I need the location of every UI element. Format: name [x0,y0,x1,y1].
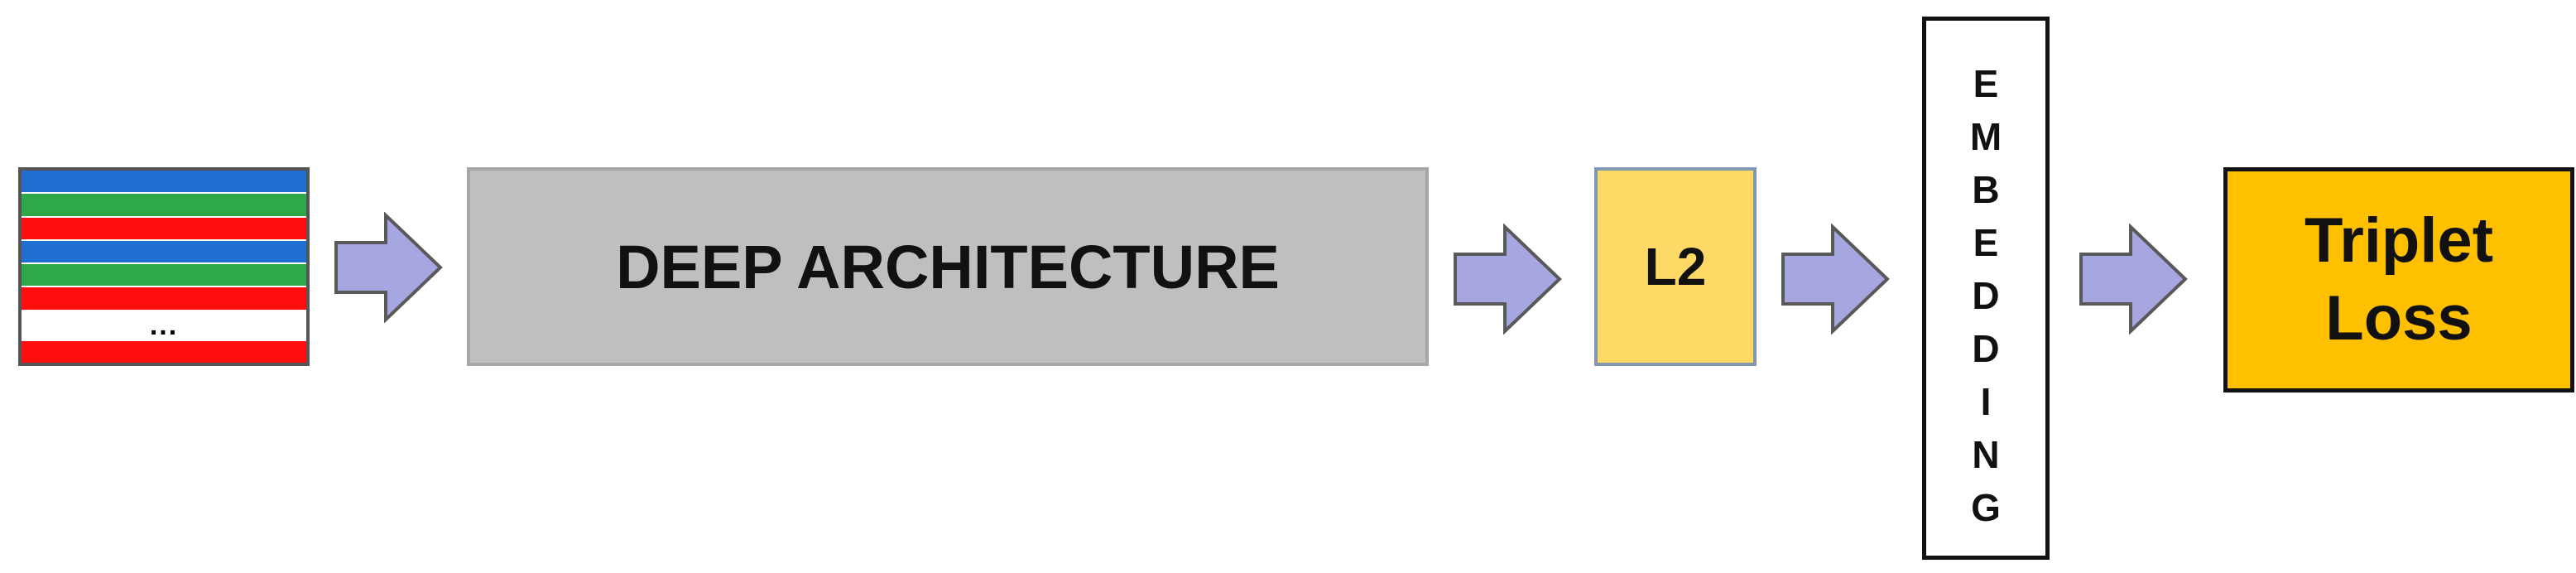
triplet-loss-line-2: Loss [2325,283,2473,354]
embedding-letter: I [1980,380,1992,423]
embedding-letter: D [1972,327,2000,370]
embedding-letter: B [1972,168,2000,211]
deep-architecture-block: DEEP ARCHITECTURE [467,167,1429,366]
arrow-right-icon [334,212,443,323]
embedding-letter: E [1973,221,1999,264]
embedding-block: E M B E D D I N G [1922,17,2050,560]
input-feature-stack: ... [18,167,310,366]
deep-architecture-label: DEEP ARCHITECTURE [616,232,1280,301]
stack-stripe-blue [22,240,306,265]
arrow-right-icon [1454,224,1562,335]
triplet-loss-block: Triplet Loss [2223,167,2574,392]
stack-stripe-red [22,340,306,363]
stack-stripe-green [22,194,306,218]
l2-normalization-block: L2 [1594,167,1757,366]
stack-stripe-red [22,217,306,241]
embedding-letter: M [1969,115,2002,158]
arrow-right-icon [1781,224,1890,335]
embedding-letter: G [1971,486,2001,529]
stack-stripe-blue [22,171,306,195]
triplet-loss-label: Triplet Loss [2304,202,2493,358]
triplet-loss-line-1: Triplet [2304,205,2494,276]
embedding-letter: D [1972,274,2000,317]
embedding-letter: E [1973,62,1999,105]
l2-label: L2 [1644,237,1707,296]
embedding-letter: N [1972,433,2000,476]
stack-stripe-green [22,264,306,288]
stack-stripe-red [22,287,306,311]
arrow-right-icon [2079,224,2188,335]
stack-ellipsis: ... [22,311,306,341]
